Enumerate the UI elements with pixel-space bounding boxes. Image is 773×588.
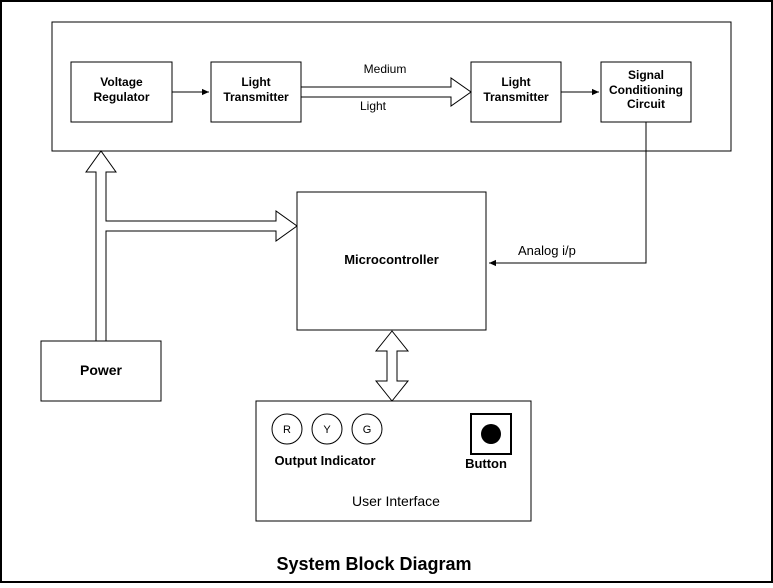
indicator-r: R — [271, 413, 303, 445]
signal-conditioning-label-line2: Conditioning — [609, 83, 683, 97]
diagram-caption: System Block Diagram — [276, 554, 471, 574]
light-transmitter-2-label-line1: Light — [501, 75, 530, 89]
voltage-regulator-label-line1: Voltage — [100, 75, 143, 89]
user-interface-block: User Interface R Y G Output Indicator Bu… — [255, 400, 532, 522]
signal-conditioning-label-line3: Circuit — [627, 97, 665, 111]
light-medium-hollow-arrow — [300, 77, 472, 107]
light-label: Light — [360, 99, 387, 113]
microcontroller-block: Microcontroller — [296, 191, 487, 331]
push-button — [470, 413, 512, 455]
voltage-regulator-label-line2: Regulator — [93, 90, 149, 104]
indicator-y: Y — [311, 413, 343, 445]
light-transmitter-1-label-line2: Transmitter — [223, 90, 289, 104]
output-indicator-label: Output Indicator — [274, 453, 375, 468]
indicator-g: G — [351, 413, 383, 445]
light-transmitter-1-label-line1: Light — [241, 75, 270, 89]
medium-label: Medium — [364, 62, 407, 76]
analog-input-line — [489, 122, 647, 267]
voltage-regulator-block: Voltage Regulator — [70, 61, 173, 123]
microcontroller-label: Microcontroller — [344, 252, 439, 267]
user-interface-label: User Interface — [352, 493, 440, 509]
power-hollow-arrow — [85, 150, 298, 342]
signal-conditioning-label-line1: Signal — [628, 68, 664, 82]
light-transmitter-1-block: Light Transmitter — [210, 61, 302, 123]
power-block: Power — [40, 340, 162, 402]
light-transmitter-2-label-line2: Transmitter — [483, 90, 549, 104]
light-transmitter-2-block: Light Transmitter — [470, 61, 562, 123]
button-label: Button — [465, 456, 507, 471]
indicator-y-letter: Y — [323, 424, 331, 436]
power-label: Power — [80, 362, 123, 378]
indicator-r-letter: R — [283, 424, 291, 436]
signal-conditioning-block: Signal Conditioning Circuit — [600, 61, 692, 123]
indicator-g-letter: G — [363, 424, 372, 436]
analog-input-label: Analog i/p — [518, 243, 576, 258]
bidirectional-hollow-arrow — [374, 330, 410, 402]
